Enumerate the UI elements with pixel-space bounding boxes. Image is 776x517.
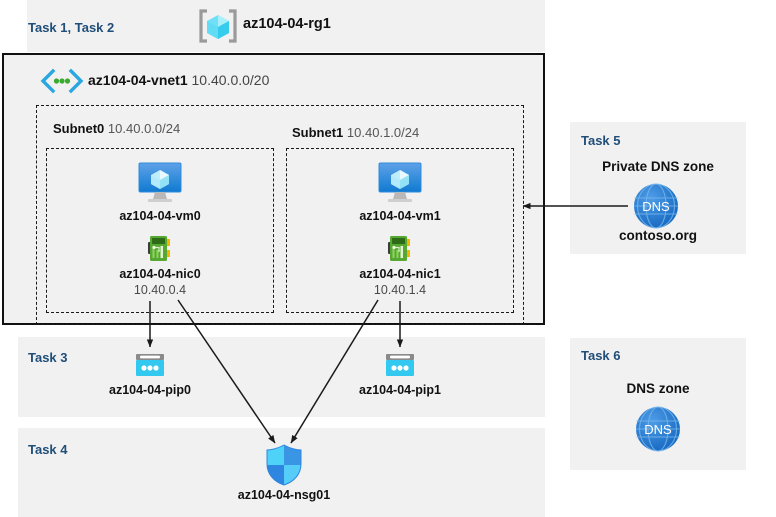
dns-zone-icon: DNS (634, 405, 682, 453)
subnet0-name: Subnet0 (53, 121, 105, 136)
network-interface-icon (386, 234, 416, 266)
task-label-4: Task 4 (28, 442, 68, 457)
vm0-label: az104-04-vm0 (119, 209, 201, 223)
nsg-node: az104-04-nsg01 (184, 488, 384, 504)
resource-group-name: az104-04-rg1 (243, 16, 331, 32)
nic1-node: az104-04-nic1 10.40.1.4 (296, 267, 504, 298)
vnet-cidr: 10.40.0.0/20 (191, 72, 270, 88)
virtual-machine-icon (376, 161, 424, 203)
resource-group-panel (27, 0, 545, 52)
pip1-node: az104-04-pip1 (300, 383, 500, 399)
virtual-machine-icon (136, 161, 184, 203)
private-dns-zone-name-node: contoso.org (570, 228, 746, 245)
private-dns-zone-heading: Private DNS zone (602, 159, 714, 174)
nic1-ip: 10.40.1.4 (373, 282, 427, 297)
subnet1-name: Subnet1 (292, 125, 344, 140)
network-security-group-icon (264, 444, 304, 486)
task-label-1-2: Task 1, Task 2 (28, 20, 115, 35)
dns-zone-title: DNS zone (570, 381, 746, 396)
task-label-5: Task 5 (581, 133, 621, 148)
pip0-node: az104-04-pip0 (50, 383, 250, 399)
vnet-name: az104-04-vnet1 (88, 72, 188, 88)
pip0-label: az104-04-pip0 (109, 383, 191, 397)
task3-panel (18, 337, 545, 417)
subnet0-box (46, 148, 274, 313)
subnet0-title: Subnet0 10.40.0.0/24 (53, 121, 180, 136)
pip1-label: az104-04-pip1 (359, 383, 441, 397)
dns-icon-text: DNS (644, 422, 672, 437)
task-label-3: Task 3 (28, 350, 68, 365)
resource-group-icon (198, 8, 238, 44)
private-dns-zone-name: contoso.org (619, 228, 697, 243)
vm0-node: az104-04-vm0 (56, 209, 264, 225)
nic0-label: az104-04-nic0 (119, 267, 201, 281)
dns-icon-text: DNS (642, 199, 670, 214)
task-label-6: Task 6 (581, 348, 621, 363)
nsg-label: az104-04-nsg01 (237, 488, 331, 502)
nic0-ip: 10.40.0.4 (133, 282, 187, 297)
virtual-network-title: az104-04-vnet1 10.40.0.0/20 (88, 72, 269, 88)
dns-zone-icon: DNS (632, 182, 680, 230)
subnet1-cidr: 10.40.1.0/24 (346, 125, 420, 140)
subnet1-title: Subnet1 10.40.1.0/24 (292, 125, 419, 140)
nic0-node: az104-04-nic0 10.40.0.4 (56, 267, 264, 298)
public-ip-address-icon (384, 352, 416, 379)
public-ip-address-icon (134, 352, 166, 379)
network-interface-icon (146, 234, 176, 266)
vm1-label: az104-04-vm1 (359, 209, 441, 223)
subnet0-cidr: 10.40.0.0/24 (107, 121, 181, 136)
dns-zone-heading: DNS zone (626, 381, 690, 396)
private-dns-zone-title: Private DNS zone (570, 159, 746, 174)
vnet-inner-boundary (36, 105, 524, 325)
virtual-network-icon (40, 68, 84, 94)
nic1-label: az104-04-nic1 (359, 267, 441, 281)
vm1-node: az104-04-vm1 (296, 209, 504, 225)
